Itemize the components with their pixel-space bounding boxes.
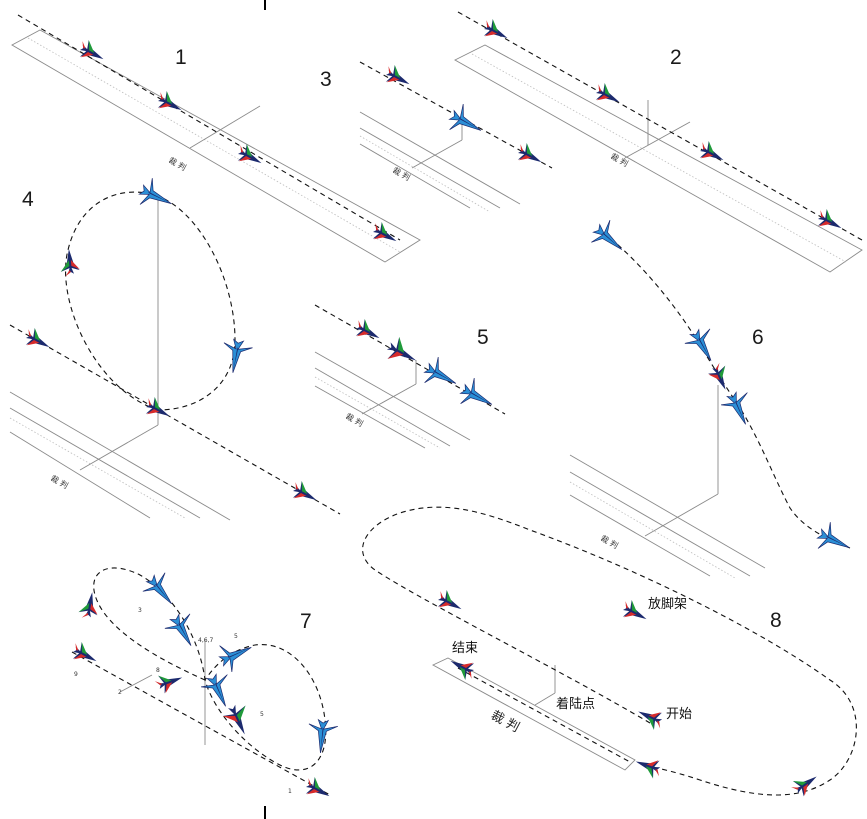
position-label-5: 5	[234, 633, 238, 640]
judge-label-4: 裁 判	[49, 473, 70, 491]
maneuver-4: 裁 判 4	[9, 175, 341, 521]
maneuver-3: 裁 判 3	[320, 61, 553, 213]
position-label-3: 3	[138, 607, 142, 614]
section-number-8: 8	[770, 609, 782, 632]
section-number-1: 1	[175, 46, 187, 69]
position-label-8: 8	[156, 667, 160, 674]
judge-label-8: 裁 判	[488, 707, 522, 735]
section-number-3: 3	[320, 68, 332, 91]
maneuver-2: 裁 判 2	[454, 11, 863, 273]
maneuver-7: 9 3 8 2 4,6,7 5 5 1 7	[68, 567, 339, 805]
section-number-7: 7	[300, 610, 312, 633]
section-number-2: 2	[670, 46, 682, 69]
section-number-4: 4	[22, 188, 34, 211]
judge-label-6: 裁 判	[599, 533, 620, 551]
maneuver-5: 裁 判 5	[314, 304, 506, 449]
section-number-5: 5	[477, 326, 489, 349]
maneuver-6: 裁 判 6	[569, 216, 857, 579]
section-number-6: 6	[752, 326, 764, 349]
label-touchdown: 着陆点	[556, 696, 595, 712]
judge-label-1: 裁 判	[167, 155, 188, 173]
maneuver-8: 裁 判 放脚架 结束 着陆点 开始 8	[362, 506, 857, 800]
position-label-9: 9	[74, 671, 78, 678]
position-label-1: 1	[288, 788, 292, 795]
maneuver-1: 裁 判 1	[11, 14, 421, 263]
position-label-5b: 5	[260, 711, 264, 718]
position-label-2: 2	[118, 689, 122, 696]
label-end: 结束	[452, 641, 478, 656]
position-label-top: 4,6,7	[198, 637, 213, 644]
label-start: 开始	[666, 707, 692, 722]
label-gear-down: 放脚架	[648, 596, 687, 612]
judge-label-3: 裁 判	[391, 165, 412, 183]
